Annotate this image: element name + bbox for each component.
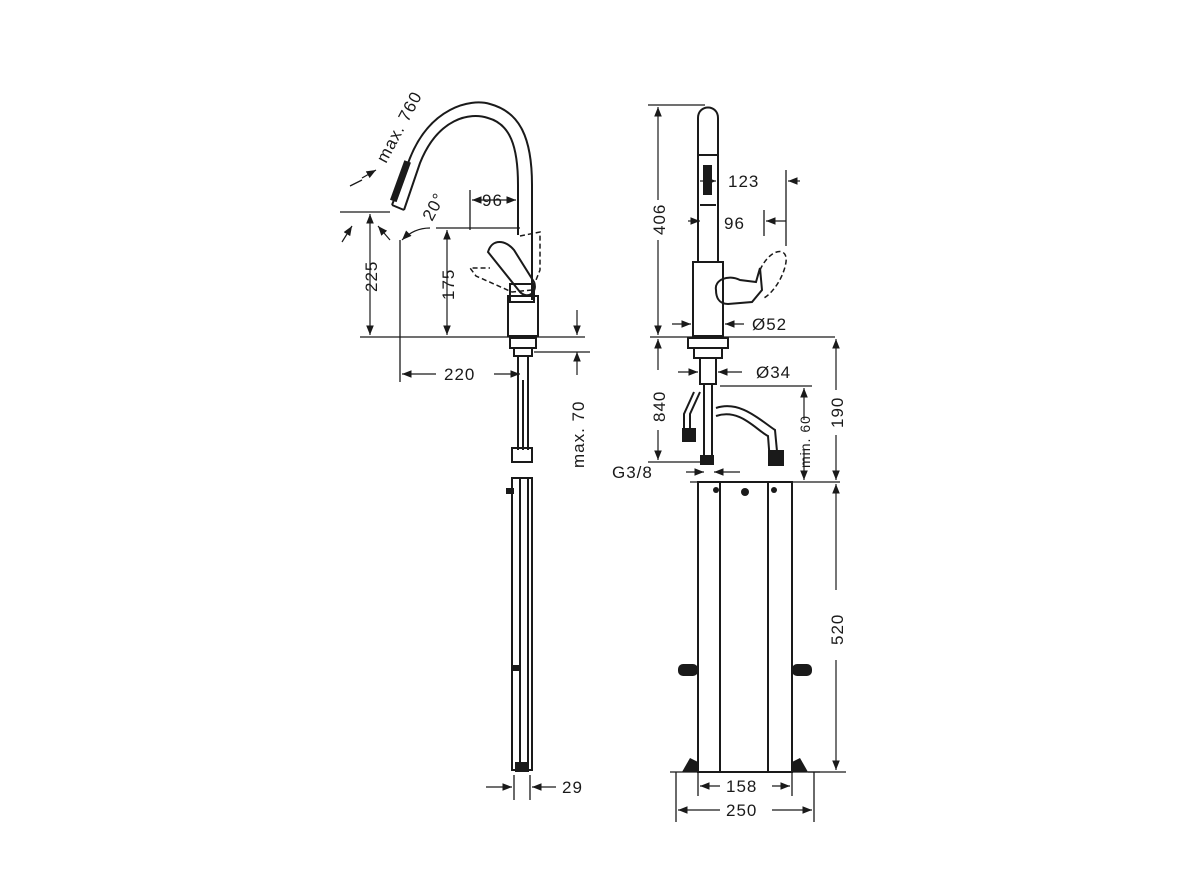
- front-handle: [714, 267, 764, 306]
- dim-g38: G3/8: [612, 463, 653, 482]
- dim-max-760: max. 760: [373, 88, 426, 166]
- handle-alt-position: [468, 231, 541, 293]
- dim-175: 175: [439, 269, 458, 300]
- handle: [486, 241, 536, 303]
- dim-250: 250: [726, 801, 757, 820]
- front-handle-alt: [759, 250, 787, 299]
- hose: [506, 477, 533, 772]
- dim-406: 406: [650, 204, 669, 235]
- dim-190: 190: [828, 397, 847, 428]
- dim-225: 225: [362, 261, 381, 292]
- dim-front-96: 96: [724, 214, 745, 233]
- dim-220: 220: [444, 365, 475, 384]
- dim-158: 158: [726, 777, 757, 796]
- shank: [509, 337, 537, 463]
- spout: [389, 101, 533, 300]
- dim-max-70: max. 70: [569, 401, 588, 468]
- dim-dia-34: Ø34: [756, 363, 791, 382]
- dim-dia-52: Ø52: [752, 315, 787, 334]
- dim-520: 520: [828, 614, 847, 645]
- dim-123: 123: [728, 172, 759, 191]
- dim-side-96: 96: [482, 191, 503, 210]
- pullout-box: [678, 481, 812, 773]
- dim-angle-20: 20°: [419, 190, 449, 224]
- side-view: max. 760 20° 96 225 175 220 max. 70: [340, 88, 590, 800]
- dim-min-60: min. 60: [797, 415, 813, 468]
- front-spout: [697, 106, 719, 262]
- front-view: 406 123 96 Ø52 840 Ø34 min. 60 190: [612, 104, 847, 822]
- faucet-body: [507, 295, 539, 337]
- dim-840: 840: [650, 391, 669, 422]
- front-body: [692, 261, 724, 337]
- dim-29: 29: [562, 778, 583, 797]
